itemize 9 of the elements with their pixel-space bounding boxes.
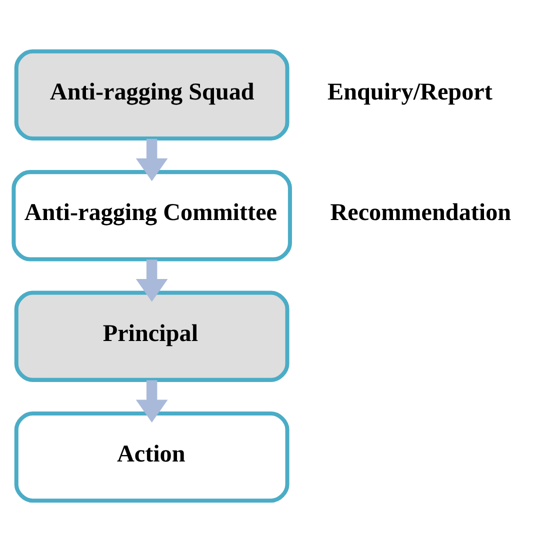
- arrow: [136, 380, 168, 423]
- node-box: Anti-ragging Committee: [12, 170, 292, 262]
- node-box: Anti-ragging Squad: [14, 49, 290, 141]
- node-box: Action: [14, 411, 290, 503]
- node-box: Principal: [14, 290, 290, 382]
- node-label: Recommendation: [330, 199, 512, 226]
- arrow: [136, 138, 168, 182]
- node-label: Enquiry/Report: [328, 78, 492, 106]
- arrow: [136, 260, 168, 302]
